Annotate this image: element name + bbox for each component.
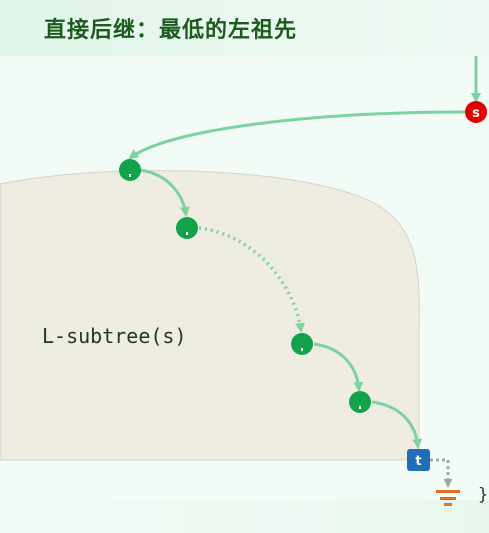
node-s-label: s xyxy=(472,106,480,121)
node-t-label: t xyxy=(415,454,421,469)
edge-s-to-n1 xyxy=(128,110,466,160)
node-ancestor-2 xyxy=(176,217,198,239)
node-ancestor-4 xyxy=(349,391,371,413)
title-band xyxy=(0,0,489,56)
node-ancestor-3 xyxy=(291,333,313,355)
left-subtree-region xyxy=(0,170,420,461)
node-t: t xyxy=(407,449,430,471)
bottom-band xyxy=(0,500,489,533)
edge-t-to-ground-dotted xyxy=(430,458,453,488)
edge-n3-to-n4 xyxy=(313,342,364,392)
node-ancestor-1 xyxy=(119,159,141,181)
edge-n4-to-t xyxy=(371,400,423,449)
edge-n1-to-n2 xyxy=(139,168,190,217)
node-s: s xyxy=(465,101,487,123)
trailing-brace: } xyxy=(478,485,488,505)
page-title: 直接后继：最低的左祖先 xyxy=(44,18,298,43)
ground-icon xyxy=(436,490,460,506)
left-subtree-label: L-subtree(s) xyxy=(42,324,187,348)
